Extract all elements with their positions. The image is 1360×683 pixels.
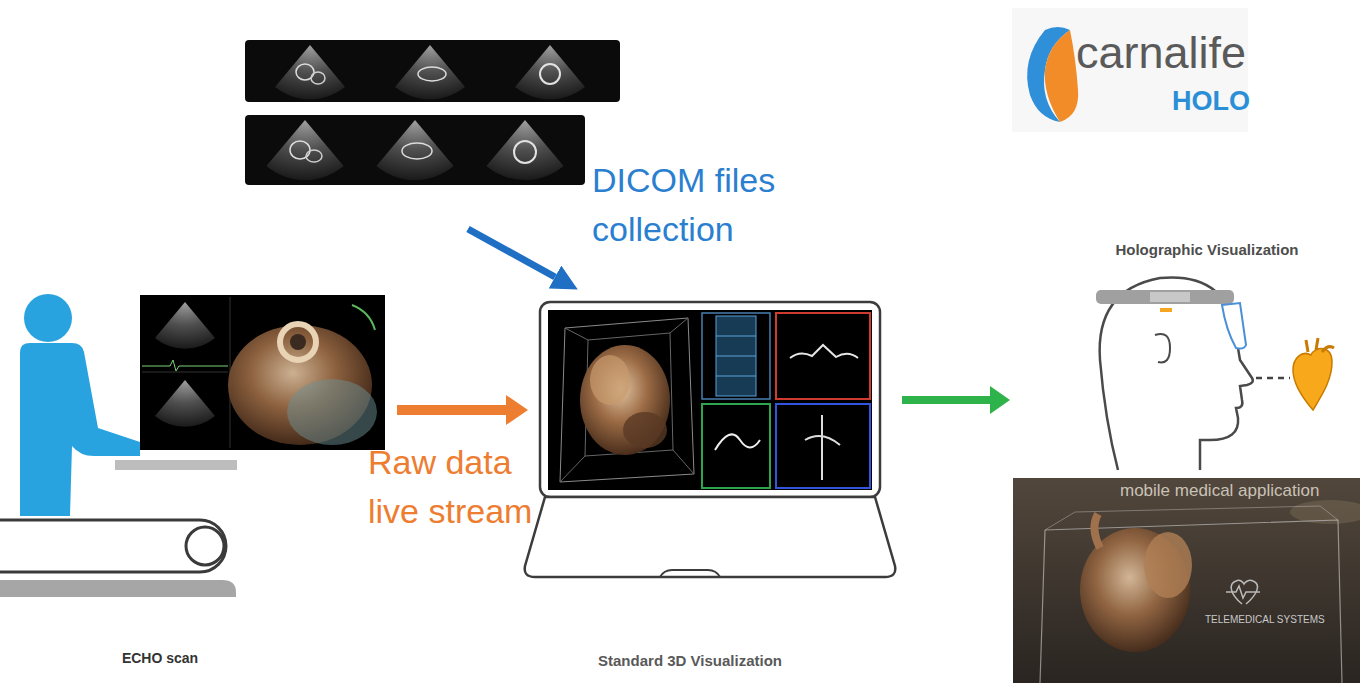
heart-chamber [418,67,446,81]
echo-sector [275,45,345,100]
heart-chamber [540,64,560,84]
heart-volume [590,355,630,405]
flow-arrow [397,405,506,415]
patient-bed [0,520,226,572]
node-caption: Holographic Visualization [1062,241,1352,259]
slice-image [790,345,858,358]
echo-screenshot [140,295,385,450]
patient-head [186,527,224,565]
node-caption: Standard 3D Visualization [560,652,820,670]
heart-chamber [290,141,310,159]
person-body [20,343,140,516]
screen-display [548,310,872,490]
hologram-heart [1094,514,1100,548]
slice-image [715,434,760,450]
heart-chamber [306,150,322,162]
slice-bar [716,316,756,396]
echo-sector [376,120,453,180]
logo-wordmark: carnalife [1076,30,1246,75]
headset-light [1160,308,1172,312]
orientation-mark [352,305,375,330]
echo-sector [155,380,215,427]
valve-ring [280,324,316,360]
hologram-heart [1144,532,1192,598]
bed-base [0,580,236,597]
heart-chamber [402,143,432,159]
person-head [24,294,72,342]
laptop-base [525,497,896,577]
view-panel [702,404,770,488]
view-panel [776,313,870,399]
laptop-screen [540,302,880,497]
heart-chamber [514,141,536,163]
head-profile [1100,277,1253,470]
echo-image-strip [245,115,585,185]
slice-bar [716,336,756,376]
holographic-headset: Holographic Visualization [1012,235,1358,475]
hologram-box [1045,506,1338,530]
echo-sector [515,45,585,100]
heart-volume [287,379,377,445]
echo-scan-station: ECHO scan [0,290,395,683]
heart-chamber [311,72,325,84]
connector-label: Raw data live stream [368,438,548,537]
volume-box [560,318,694,482]
valve-ring [290,334,306,350]
arrow-caption: DICOM files collection [592,156,807,255]
laptop-visualization: Standard 3D Visualization [530,298,900,683]
view-panel [776,404,870,488]
ecg-trace [142,360,228,371]
volume-box [560,318,694,482]
panel-divider [142,297,230,448]
sight-line [1256,377,1290,380]
echo-sector [266,120,343,180]
view-panel [702,313,770,399]
probe-table [115,460,237,470]
dicom-arrow [468,229,555,277]
photo-logo-text: TELEMEDICAL SYSTEMS [1205,614,1325,625]
logo-subtitle: HOLO [1172,88,1250,115]
heart-icon [1293,349,1332,410]
node-caption: ECHO scan [90,650,230,667]
telemedical-logo [1226,586,1260,598]
headset-band [1096,290,1234,304]
echo-image-strip [245,40,620,102]
laptop-notch [660,570,720,577]
flow-arrow [902,396,990,404]
headset-visor [1222,303,1246,349]
heart-volume [580,345,670,455]
photo-watermark: mobile medical application [1120,482,1319,501]
logo-swoosh [1045,30,1078,122]
heart-icon [1306,338,1334,352]
heart-volume [623,412,667,448]
echo-sector [155,302,215,349]
echo-sector [486,120,563,180]
hologram-box [1040,520,1342,683]
slice-image [805,415,840,480]
echo-sector [395,45,465,100]
ear [1155,334,1170,363]
headset-band [1150,292,1190,302]
